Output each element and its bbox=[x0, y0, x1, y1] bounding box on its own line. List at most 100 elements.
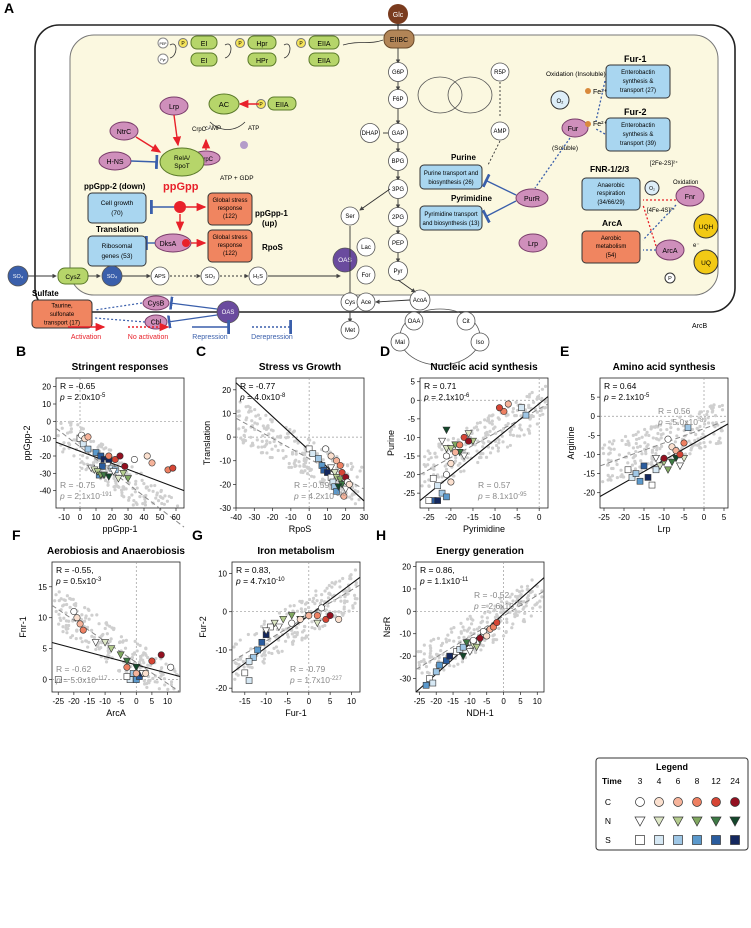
background-point bbox=[167, 494, 171, 498]
background-point bbox=[321, 481, 326, 485]
background-point bbox=[299, 607, 303, 611]
background-point bbox=[294, 464, 298, 468]
background-point bbox=[422, 643, 426, 647]
data-point-s bbox=[434, 482, 441, 490]
background-point bbox=[57, 612, 61, 616]
background-point bbox=[349, 573, 353, 577]
background-point bbox=[64, 623, 68, 628]
background-point bbox=[135, 486, 139, 490]
background-point bbox=[481, 445, 485, 449]
background-point bbox=[638, 444, 642, 448]
svg-text:H-NS: H-NS bbox=[106, 159, 123, 166]
metab-iso-label: Iso bbox=[476, 340, 485, 346]
oxidation2-label: Oxidation bbox=[673, 180, 698, 186]
background-point bbox=[502, 634, 506, 638]
background-point bbox=[74, 637, 78, 641]
svg-text:ppGpp: ppGpp bbox=[163, 181, 199, 193]
background-point bbox=[123, 646, 128, 650]
background-point bbox=[683, 452, 688, 456]
background-point bbox=[436, 636, 441, 640]
svg-text:cAMP: cAMP bbox=[205, 126, 221, 132]
background-point bbox=[465, 456, 470, 460]
background-point bbox=[352, 593, 357, 597]
y-tick-label: -15 bbox=[403, 452, 415, 461]
svg-text:UQ: UQ bbox=[701, 260, 711, 267]
legend-marker-n bbox=[634, 816, 646, 827]
background-point bbox=[606, 478, 610, 482]
background-point bbox=[483, 418, 487, 422]
background-point bbox=[459, 630, 463, 634]
metab-lac-node bbox=[356, 237, 376, 257]
background-point bbox=[313, 627, 317, 631]
data-point-c bbox=[338, 469, 346, 477]
svg-text:ppGpp-2 (down): ppGpp-2 (down) bbox=[84, 182, 146, 191]
background-point bbox=[647, 433, 651, 438]
background-point bbox=[121, 485, 125, 489]
legend-time-24: 24 bbox=[730, 776, 740, 786]
background-point bbox=[248, 665, 252, 669]
background-point bbox=[159, 489, 163, 494]
background-point bbox=[268, 441, 272, 445]
background-point bbox=[623, 434, 628, 439]
background-point bbox=[107, 448, 111, 452]
background-point bbox=[708, 440, 712, 444]
background-point bbox=[698, 410, 702, 414]
background-point bbox=[668, 422, 673, 426]
background-point bbox=[473, 650, 478, 655]
background-point bbox=[635, 445, 640, 449]
box-pyrimidine-l1: Pyrimidine transport bbox=[424, 212, 478, 218]
background-point bbox=[434, 455, 438, 459]
svg-text:RpoS: RpoS bbox=[262, 243, 284, 252]
metab-mal-node bbox=[390, 332, 410, 352]
stat-p-top: p = 4.7x10-10 bbox=[235, 576, 285, 586]
background-point bbox=[135, 649, 139, 653]
background-point bbox=[113, 488, 117, 492]
background-point bbox=[640, 435, 644, 439]
metab-so3-label: SO₃ bbox=[205, 274, 215, 280]
background-point bbox=[83, 606, 87, 610]
legend-marker-n bbox=[672, 816, 684, 827]
data-point-s bbox=[684, 424, 692, 432]
x-tick-label: 0 bbox=[134, 697, 139, 706]
background-point bbox=[637, 436, 641, 441]
background-point bbox=[705, 409, 710, 414]
background-point bbox=[299, 470, 303, 474]
panel-letter-e: E bbox=[560, 343, 569, 359]
background-point bbox=[64, 611, 68, 615]
background-point bbox=[309, 474, 314, 478]
background-point bbox=[284, 436, 288, 440]
background-point bbox=[241, 659, 245, 664]
sulfate-title: Sulfate bbox=[32, 289, 59, 298]
background-point bbox=[543, 384, 548, 388]
metab-ser-label: Ser bbox=[345, 214, 354, 220]
x-tick-label: -25 bbox=[52, 697, 64, 706]
background-point bbox=[460, 660, 465, 664]
background-point bbox=[480, 615, 484, 619]
background-point bbox=[254, 414, 258, 418]
background-point bbox=[253, 407, 257, 412]
data-point-n bbox=[462, 639, 471, 647]
data-point-s bbox=[636, 477, 644, 485]
data-point-s bbox=[436, 661, 443, 669]
background-point bbox=[530, 589, 534, 594]
data-point-n bbox=[667, 458, 677, 467]
background-point bbox=[675, 434, 679, 438]
legend-marker-n bbox=[691, 816, 703, 827]
background-point bbox=[526, 427, 530, 432]
background-point bbox=[287, 465, 291, 469]
background-point bbox=[151, 489, 155, 493]
background-point bbox=[246, 632, 250, 637]
background-point bbox=[120, 491, 124, 495]
x-tick-label: 10 bbox=[533, 697, 542, 706]
background-point bbox=[343, 588, 348, 593]
background-point bbox=[473, 443, 477, 447]
data-point-c bbox=[305, 612, 313, 620]
background-point bbox=[466, 617, 470, 621]
background-point bbox=[511, 410, 515, 414]
background-point bbox=[538, 413, 542, 418]
background-point bbox=[486, 416, 490, 420]
glc-node bbox=[388, 4, 408, 24]
background-point bbox=[132, 498, 136, 503]
